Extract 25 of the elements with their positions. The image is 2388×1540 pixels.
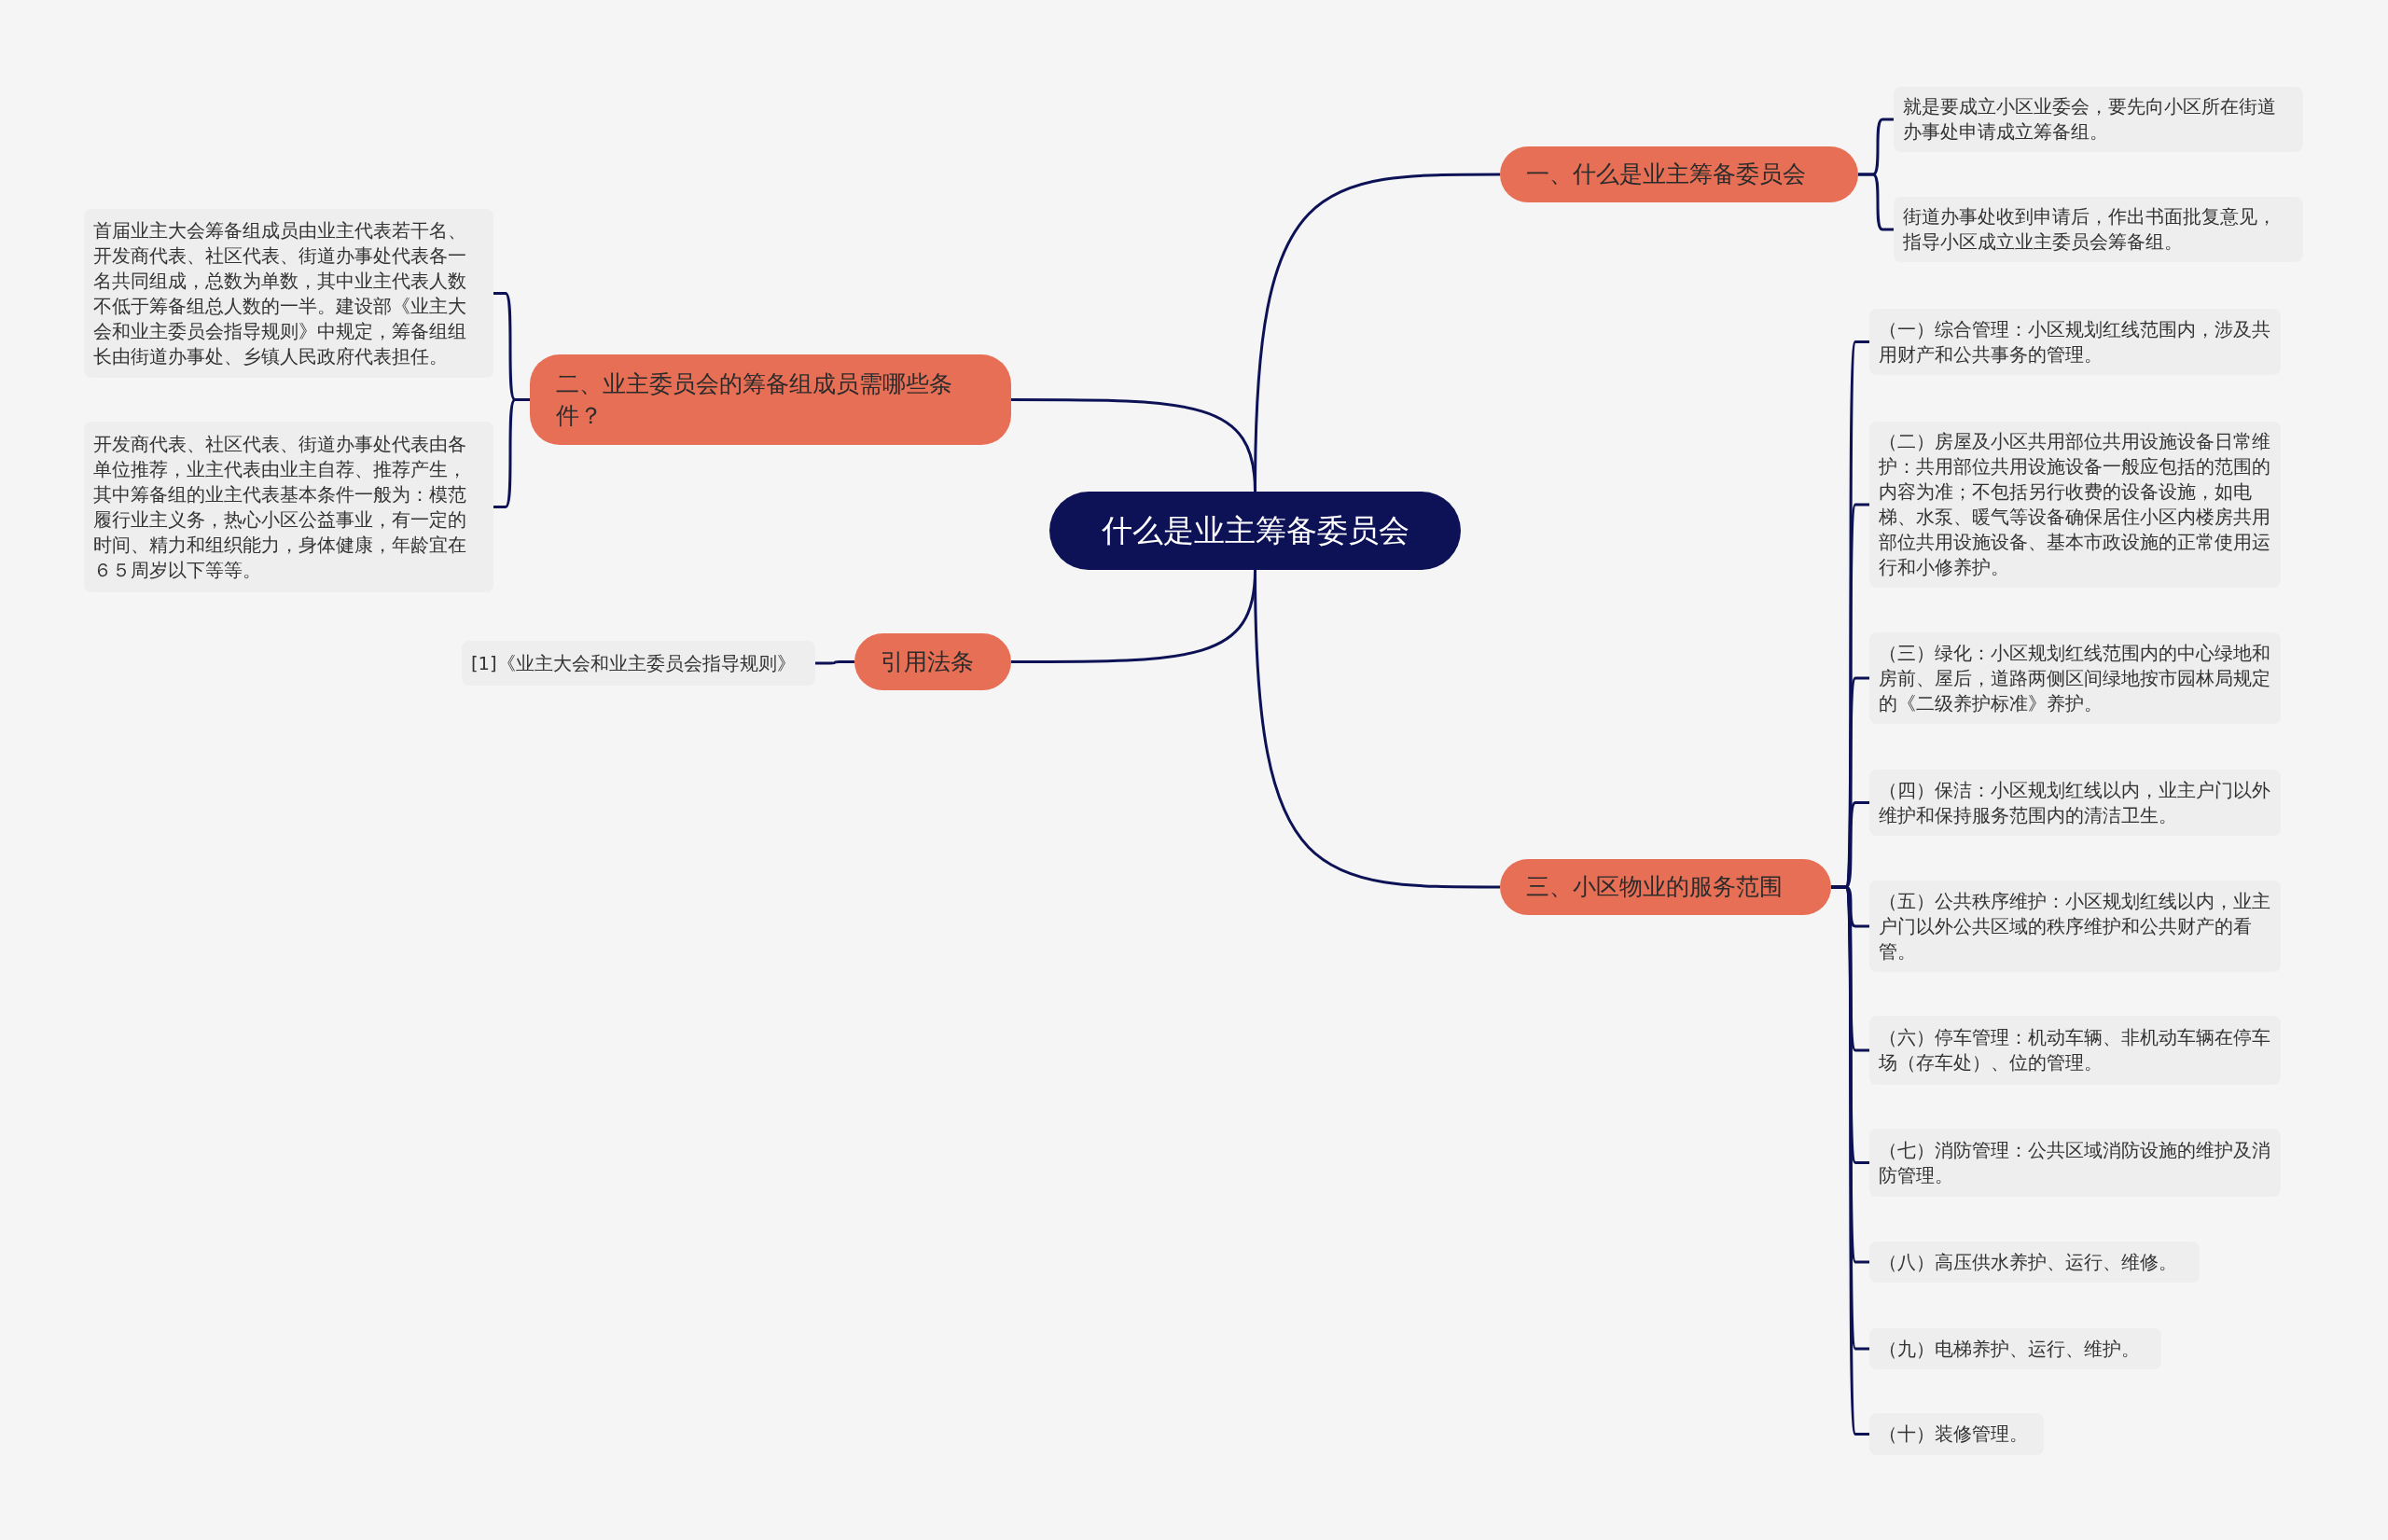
note-card: （八）高压供水养护、运行、维修。	[1869, 1242, 2200, 1283]
note-card: 街道办事处收到申请后，作出书面批复意见，指导小区成立业主委员会筹备组。	[1894, 197, 2303, 262]
note-card: （三）绿化：小区规划红线范围内的中心绿地和房前、屋后，道路两侧区间绿地按市园林局规定的《二级养护标准》养护。	[1869, 632, 2281, 724]
note-card: （二）房屋及小区共用部位共用设施设备日常维护：共用部位共用设施设备一般应包括的范围的内容为准；不包括另行收费的设备设施，如电梯、水泵、暖气等设备确保居住小区内楼房共用部位共用设施设备、基本市政设施的正常使用运行和小修养护。	[1869, 422, 2281, 588]
central-topic: 什么是业主筹备委员会	[1049, 492, 1461, 570]
connector	[815, 660, 854, 665]
note-card: （一）综合管理：小区规划红线范围内，涉及共用财产和公共事务的管理。	[1869, 309, 2281, 375]
note-card: （十）装修管理。	[1869, 1413, 2044, 1455]
note-card: （七）消防管理：公共区域消防设施的维护及消防管理。	[1869, 1129, 2281, 1197]
connector	[1858, 173, 1894, 231]
note-card: 就是要成立小区业委会，要先向小区所在街道办事处申请成立筹备组。	[1894, 87, 2303, 152]
note-card: （九）电梯养护、运行、维护。	[1869, 1328, 2161, 1369]
connector	[493, 398, 530, 508]
topic-box: 一、什么是业主筹备委员会	[1500, 146, 1858, 202]
connector	[1011, 398, 1256, 493]
note-card: （六）停车管理：机动车辆、非机动车辆在停车场（存车处）、位的管理。	[1869, 1016, 2281, 1085]
note-card: 开发商代表、社区代表、街道办事处代表由各单位推荐，业主代表由业主自荐、推荐产生，其中筹备组的业主代表基本条件一般为：模范履行业主义务，热心小区公益事业，有一定的时间、精力和组织能力，身体健康，年龄宜在６５周岁以下等等。	[84, 422, 493, 592]
topic-box: 三、小区物业的服务范围	[1500, 859, 1831, 915]
note-card: [1]《业主大会和业主委员会指导规则》	[462, 641, 815, 686]
topic-box: 二、业主委员会的筹备组成员需哪些条件？	[530, 354, 1011, 445]
connector	[1254, 569, 1500, 889]
note-card: （五）公共秩序维护：小区规划红线以内，业主户门以外公共区域的秩序维护和公共财产的看管。	[1869, 881, 2281, 972]
topic-box: 引用法条	[854, 633, 1011, 690]
note-card: （四）保洁：小区规划红线以内，业主户门以外维护和保持服务范围内的清洁卫生。	[1869, 770, 2281, 836]
note-card: 首届业主大会筹备组成员由业主代表若干名、开发商代表、社区代表、街道办事处代表各一名共同组成，总数为单数，其中业主代表人数不低于筹备组总人数的一半。建设部《业主大会和业主委员会指导规则》中规定，筹备组组长由街道办事处、乡镇人民政府代表担任。	[84, 209, 493, 378]
